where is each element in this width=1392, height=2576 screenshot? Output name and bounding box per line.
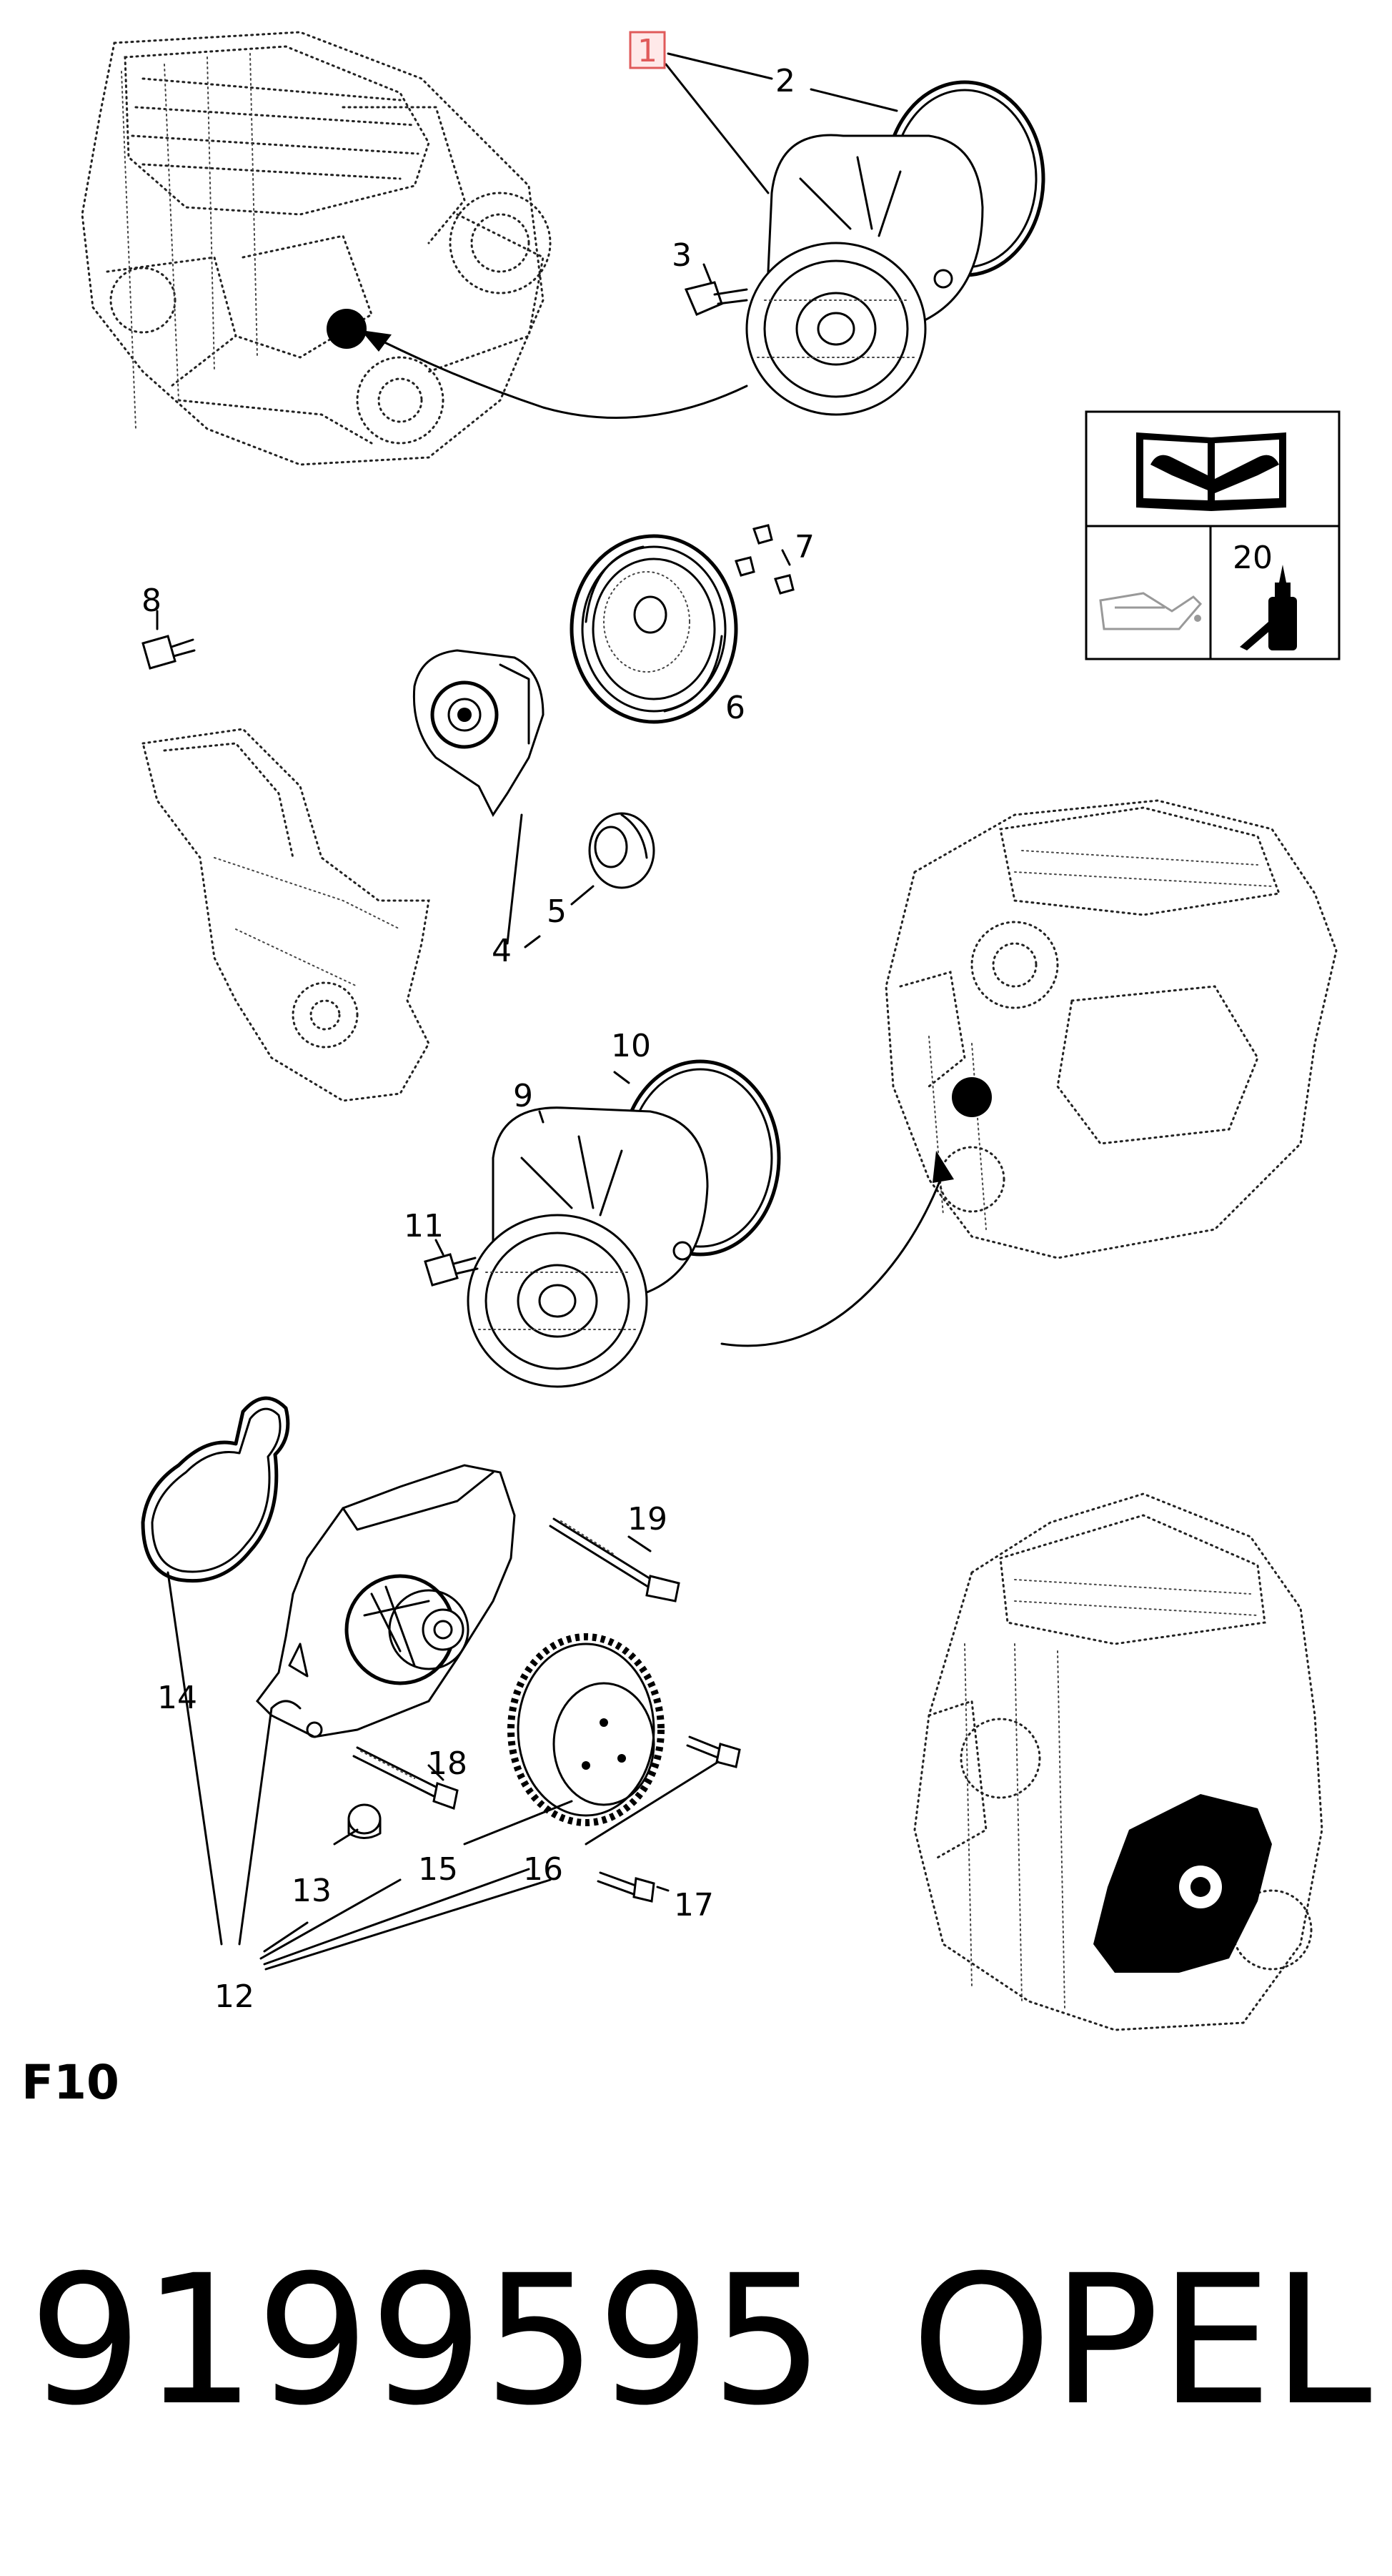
callout-15: 15 xyxy=(418,1851,458,1888)
bolt-18 xyxy=(352,1746,459,1810)
workshop-manual-icon xyxy=(1136,432,1286,511)
engine-illustration-top xyxy=(81,31,552,466)
bolt-16 xyxy=(686,1735,741,1768)
callout-14: 14 xyxy=(157,1680,197,1716)
callout-9: 9 xyxy=(513,1078,533,1114)
bolts-7 xyxy=(735,524,795,595)
callout-6: 6 xyxy=(725,690,745,726)
callout-20: 20 xyxy=(1233,540,1273,576)
water-pump-12 xyxy=(256,1464,516,1738)
sealant-bottle-icon xyxy=(1240,565,1297,650)
callout-17: 17 xyxy=(674,1887,714,1923)
arrow-engine-middle xyxy=(720,1171,945,1347)
water-pump-4 xyxy=(412,649,545,817)
callout-7: 7 xyxy=(795,529,815,565)
callout-1-highlight xyxy=(629,31,666,69)
callout-1: 1 xyxy=(637,33,657,69)
callout-13: 13 xyxy=(292,1873,332,1909)
bolt-8 xyxy=(141,635,196,670)
bolt-11 xyxy=(424,1253,479,1287)
callout-11: 11 xyxy=(404,1208,444,1244)
callout-19: 19 xyxy=(627,1501,667,1537)
engine-illustration-middle xyxy=(885,799,1338,1259)
callout-8: 8 xyxy=(141,583,161,619)
oil-change-icon xyxy=(1099,592,1203,630)
bolt-17 xyxy=(597,1871,655,1903)
plug-13 xyxy=(347,1803,382,1839)
gasket-14 xyxy=(141,1396,290,1583)
pulley-6 xyxy=(570,534,738,724)
arrow-head xyxy=(933,1151,954,1183)
section-code: F10 xyxy=(21,2055,119,2110)
part-number: 9199595 xyxy=(29,2236,825,2444)
callout-18: 18 xyxy=(427,1745,467,1782)
callout-4: 4 xyxy=(492,933,512,969)
gear-15 xyxy=(507,1633,665,1826)
callout-10: 10 xyxy=(611,1028,651,1064)
arrow-head xyxy=(361,330,392,352)
timing-cover xyxy=(141,728,430,1102)
callout-5: 5 xyxy=(547,893,567,930)
arrow-engine-top xyxy=(370,335,748,419)
bolt-3 xyxy=(684,281,748,316)
washer-5 xyxy=(588,812,655,889)
water-pump-assembly-9 xyxy=(467,1059,781,1388)
callout-12: 12 xyxy=(214,1978,254,2015)
callout-3: 3 xyxy=(672,237,692,274)
engine-illustration-bottom xyxy=(913,1492,1323,2031)
callout-16: 16 xyxy=(523,1851,563,1888)
brand-name: OPEL xyxy=(911,2236,1372,2444)
info-box xyxy=(1085,410,1341,660)
leader-lines xyxy=(156,52,898,1971)
water-pump-assembly-1 xyxy=(745,80,1045,416)
bolt-19 xyxy=(549,1517,680,1602)
callout-2: 2 xyxy=(775,63,795,99)
